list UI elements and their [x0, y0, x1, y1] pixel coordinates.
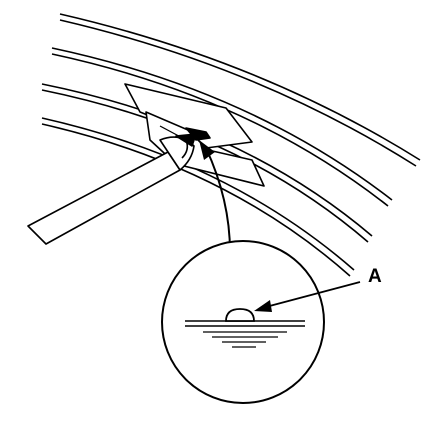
detail-magnifier-icon — [161, 240, 325, 404]
callout-label-a: A — [368, 266, 382, 287]
repair-bead-icon — [185, 308, 305, 348]
callout-leader-arrow — [254, 281, 361, 312]
applicator-pen-icon — [27, 133, 197, 245]
detail-pointer-arrow — [199, 140, 231, 253]
